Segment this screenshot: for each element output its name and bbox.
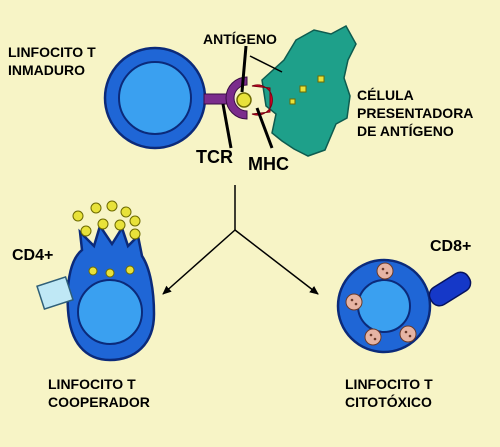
- label-immature-line2: INMADURO: [8, 62, 85, 78]
- label-cytotoxic-t-cell: LINFOCITO T CITOTÓXICO: [345, 376, 433, 410]
- label-antigen: ANTÍGENO: [203, 31, 277, 47]
- cd8-receptor: [428, 271, 472, 307]
- antigen-presenting-cell: [261, 24, 357, 157]
- mhc-molecule: [251, 84, 273, 116]
- label-immature-t-cell: LINFOCITO T INMADURO: [8, 43, 96, 79]
- label-apc: CÉLULA PRESENTADORA DE ANTÍGENO: [357, 87, 474, 139]
- label-cd8: CD8+: [430, 238, 472, 255]
- antigen-fragments: [289, 75, 325, 105]
- label-helper-t-cell: LINFOCITO T COOPERADOR: [48, 376, 150, 410]
- label-tcr: TCR: [196, 147, 233, 167]
- label-mhc: MHC: [248, 154, 289, 174]
- helper-t-cell: [66, 223, 156, 362]
- cytokine-granules: [72, 200, 141, 240]
- cytotoxic-t-cell: [336, 258, 432, 354]
- differentiation-arrows: [162, 185, 319, 295]
- label-cd4: CD4+: [12, 247, 54, 264]
- pointer-lines: [221, 45, 283, 149]
- immature-t-cell: [103, 46, 207, 150]
- cytotoxic-granules: [345, 262, 417, 346]
- tcr-receptor: [203, 76, 248, 120]
- antigen-bound: [236, 92, 252, 108]
- cd4-receptor: [36, 276, 74, 310]
- label-immature-line1: LINFOCITO T: [8, 44, 96, 60]
